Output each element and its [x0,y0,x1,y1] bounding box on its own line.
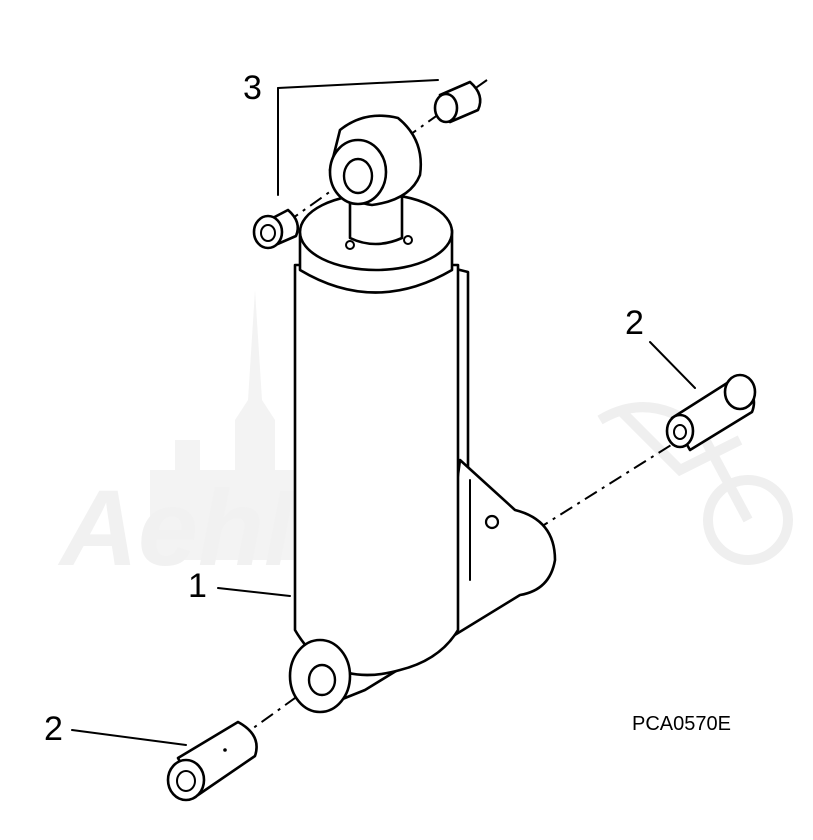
leader-lines [71,79,696,746]
leader-2-upper [649,341,696,389]
figure-code: PCA0570E [632,713,731,735]
leader-3-horizontal [277,79,439,89]
callout-2-upper: 2 [625,304,644,342]
collar-2-left-mark [223,748,227,752]
collar-2-left-bore [176,770,196,792]
collar-2-right-end [723,373,757,411]
collar-left [166,720,258,802]
callout-3: 3 [243,69,262,107]
top-bolt-hole-1 [345,240,355,250]
lower-eye-bore [307,663,337,697]
cylinder-body [293,263,460,677]
bushing-3-left-bore [260,224,276,242]
callout-2-lower: 2 [44,710,63,748]
upper-bushing-left [252,208,300,250]
leader-2-lower [71,729,187,746]
collar-2-right-bore [673,424,687,440]
bracket-hole [484,514,500,530]
rod-end-bore [342,157,374,195]
right-axis-line [519,429,696,541]
upper-bushing-right [433,80,482,124]
top-bolt-hole-2 [403,235,413,245]
callout-1: 1 [188,567,207,605]
leader-1 [217,587,291,597]
collar-right [665,373,757,452]
cylinder-assembly [288,114,557,714]
bushing-3-right-flange [433,92,459,124]
